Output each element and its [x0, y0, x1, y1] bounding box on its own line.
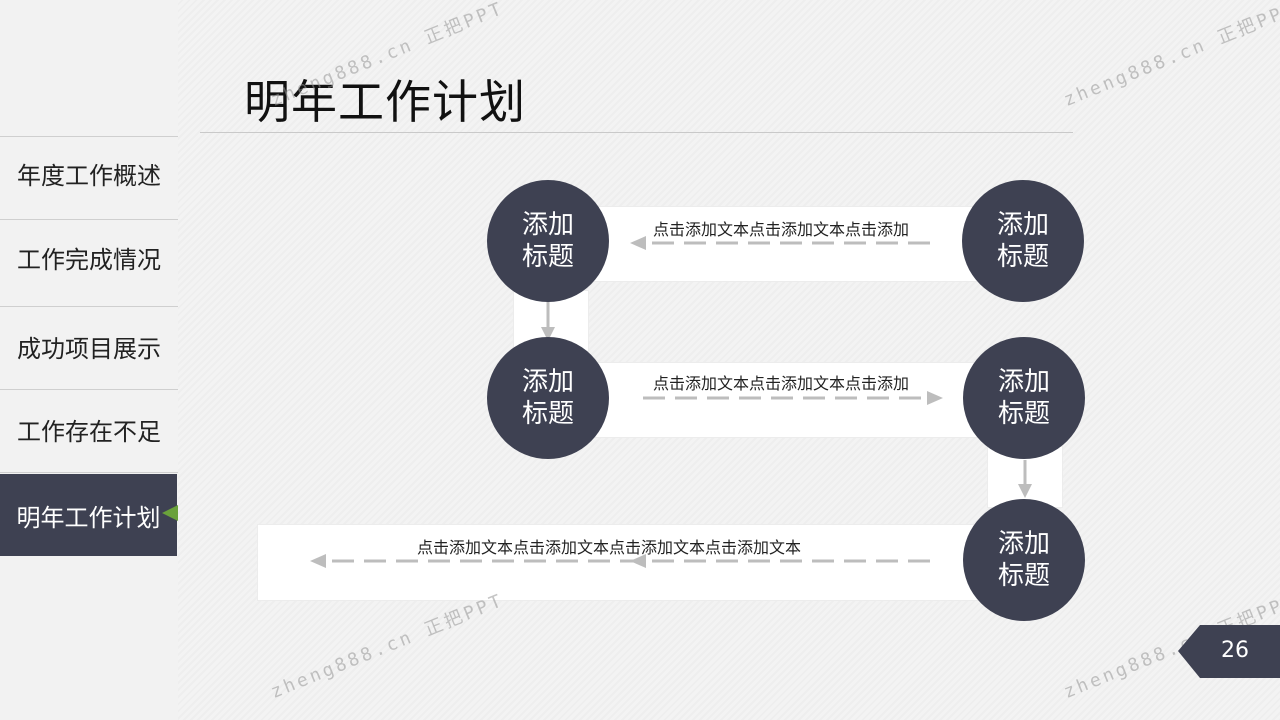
- nav-divider: [0, 389, 178, 390]
- nav-divider: [0, 219, 178, 220]
- flow-text-row2: 点击添加文本点击添加文本点击添加: [653, 374, 910, 393]
- page-number-tag: [1178, 625, 1280, 678]
- flow-panel-row2: [590, 362, 992, 438]
- node-label-line1: 添加: [521, 210, 574, 240]
- active-indicator: [162, 505, 178, 521]
- node-label-line1: 添加: [997, 529, 1050, 559]
- arrow-head-down-right: [1018, 484, 1032, 498]
- page-number: 26: [1221, 638, 1249, 663]
- arrow-head-left-row3-mid: [630, 554, 646, 568]
- sidebar-item-work-completion[interactable]: 工作完成情况: [17, 246, 161, 274]
- flow-node-4[interactable]: 添加 标题: [963, 337, 1085, 459]
- sidebar-item-annual-overview[interactable]: 年度工作概述: [17, 162, 161, 190]
- flow-text-row1: 点击添加文本点击添加文本点击添加: [653, 220, 910, 239]
- node-label-line1: 添加: [996, 210, 1049, 240]
- arrow-head-left-row1: [630, 236, 646, 250]
- sidebar-item-successful-projects[interactable]: 成功项目展示: [17, 335, 161, 363]
- nav-divider: [0, 136, 178, 137]
- sidebar: 年度工作概述 工作完成情况 成功项目展示 工作存在不足: [0, 0, 178, 720]
- arrow-head-down-left: [541, 327, 555, 341]
- node-label-line2: 标题: [521, 399, 574, 429]
- flow-node-5[interactable]: 添加 标题: [963, 499, 1085, 621]
- arrow-head-right-row2: [927, 391, 943, 405]
- nav-divider: [0, 306, 178, 307]
- sidebar-item-next-year-plan[interactable]: 明年工作计划: [0, 474, 177, 556]
- node-label-line2: 标题: [997, 399, 1050, 429]
- flow-node-1[interactable]: 添加 标题: [487, 180, 609, 302]
- node-label-line1: 添加: [521, 367, 574, 397]
- flow-node-2[interactable]: 添加 标题: [962, 180, 1084, 302]
- node-label-line2: 标题: [997, 561, 1050, 591]
- flow-text-row3: 点击添加文本点击添加文本点击添加文本点击添加文本: [417, 538, 802, 557]
- page-title: 明年工作计划: [244, 75, 526, 129]
- sidebar-item-shortcomings[interactable]: 工作存在不足: [17, 418, 161, 446]
- node-label-line2: 标题: [521, 242, 574, 272]
- flow-node-3[interactable]: 添加 标题: [487, 337, 609, 459]
- node-label-line1: 添加: [997, 367, 1050, 397]
- sidebar-item-label: 明年工作计划: [16, 503, 161, 532]
- title-divider: [200, 132, 1073, 133]
- node-label-line2: 标题: [996, 242, 1049, 272]
- arrow-head-left-row3-end: [310, 554, 326, 568]
- nav-divider: [0, 472, 178, 473]
